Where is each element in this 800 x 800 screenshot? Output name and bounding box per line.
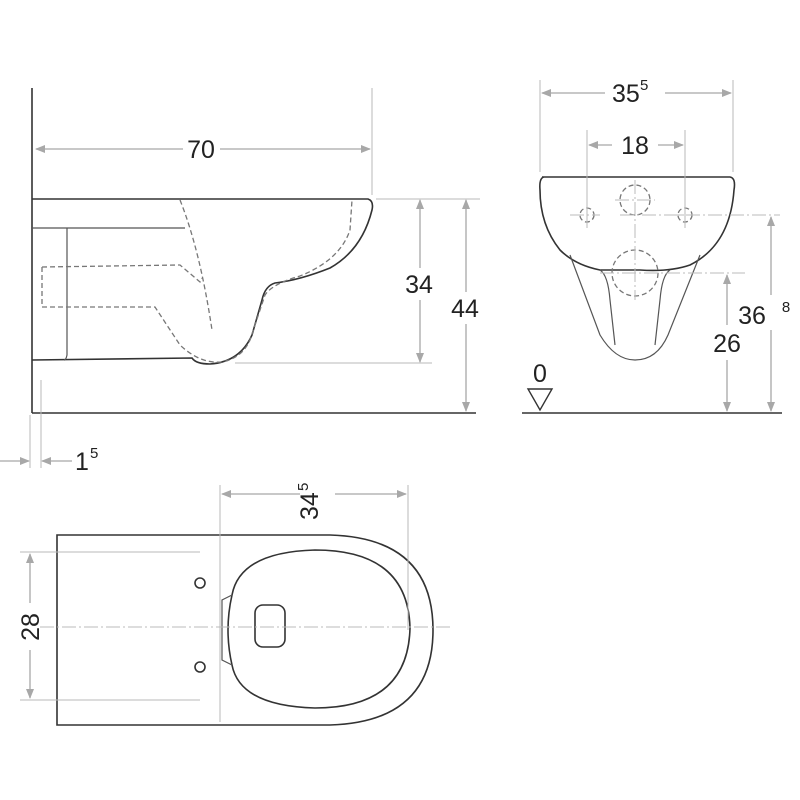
- dim-bolt-height-sup: 8: [782, 299, 790, 316]
- dim-bolt-height-label: 36: [738, 302, 766, 330]
- bowl-opening: [254, 604, 286, 648]
- dim-seat-length-sup: 5: [295, 483, 312, 491]
- dim-wall-gap-sup: 5: [90, 445, 98, 462]
- top-view: 34 5 28: [17, 483, 452, 726]
- dim-outlet-height-label: 26: [713, 330, 741, 358]
- bowl-front-outline: [539, 176, 736, 272]
- seat-outline: [227, 549, 411, 709]
- dim-front-width-sup: 5: [640, 77, 648, 94]
- front-view: 35 5 18 26 36 8 0: [522, 77, 790, 414]
- dim-total-height-label: 44: [451, 295, 479, 323]
- center-lines: [570, 180, 780, 300]
- seat-hinge: [221, 594, 233, 666]
- mounting-frame: [32, 227, 185, 361]
- toilet-top-outline: [56, 534, 434, 726]
- hidden-outline: [41, 199, 353, 363]
- dim-front-width-label: 35: [612, 80, 640, 108]
- pedestal-outline: [569, 254, 701, 361]
- bolt-hole-bottom: [194, 661, 206, 673]
- bowl-outline: [31, 198, 374, 365]
- dim-rim-height-label: 34: [405, 271, 433, 299]
- floor-level-triangle-icon: [526, 388, 554, 412]
- dim-seat-length-label: 34: [296, 492, 324, 520]
- dim-width-label: 70: [187, 136, 215, 164]
- side-view: 70 34 44 1 5: [0, 88, 480, 476]
- hidden-trap: [179, 199, 213, 331]
- dim-bolt-spacing-label: 18: [621, 132, 649, 160]
- bolt-hole-top: [194, 577, 206, 589]
- dim-bolt-width-label: 28: [17, 613, 45, 641]
- dim-wall-gap-label: 1: [75, 448, 89, 476]
- floor-level-label: 0: [533, 360, 547, 388]
